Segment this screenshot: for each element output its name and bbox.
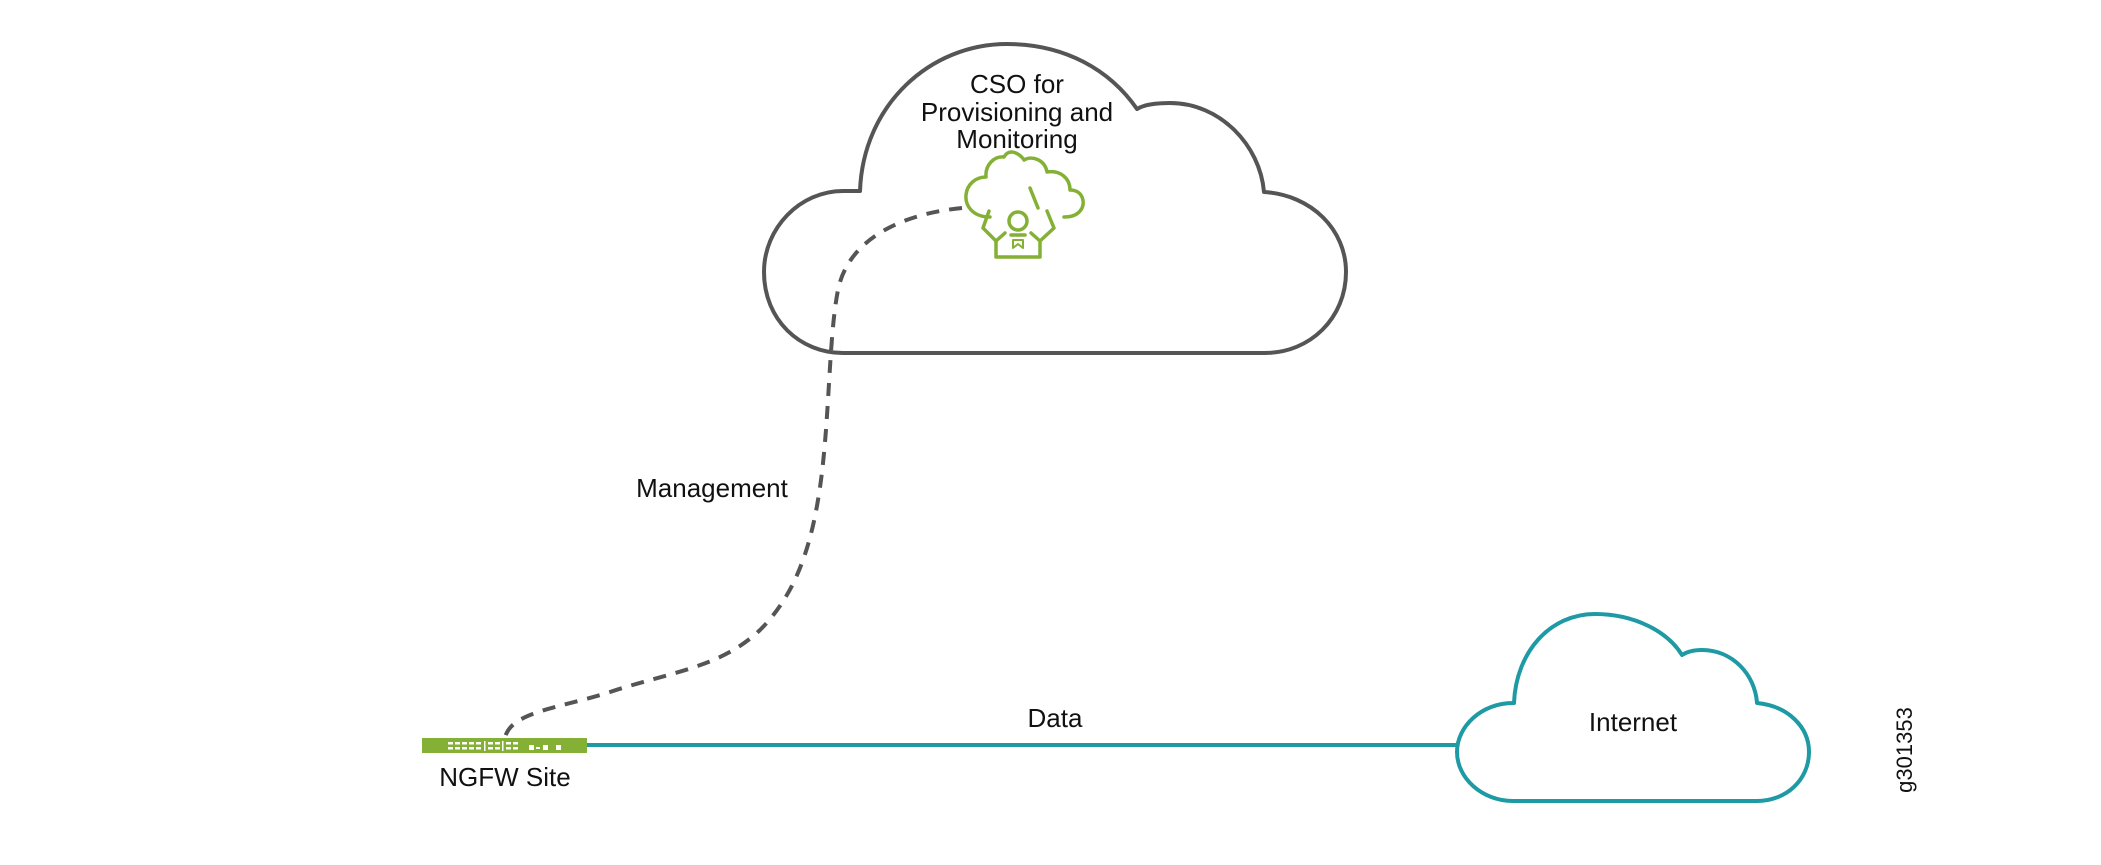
- internet-label: Internet: [1589, 707, 1678, 737]
- management-link: Management: [503, 206, 963, 739]
- icon-baton: [1028, 186, 1040, 210]
- data-link: Data: [587, 703, 1458, 747]
- device-ports: [448, 741, 561, 751]
- figure-id: g301353: [1892, 707, 1917, 793]
- icon-cloud-shape: [964, 150, 1085, 219]
- cso-label-line-2: Provisioning and: [921, 97, 1113, 127]
- cso-label-line-1: CSO for: [970, 69, 1064, 99]
- cso-label-line-3: Monitoring: [956, 124, 1077, 154]
- icon-arms-body: [981, 209, 1056, 259]
- icon-head: [1007, 210, 1029, 232]
- firewall-device-icon: [422, 738, 587, 753]
- internet-cloud-outline: [1455, 612, 1811, 803]
- ngfw-site-label: NGFW Site: [439, 762, 570, 792]
- cloud-orchestrator-icon: [964, 150, 1085, 259]
- icon-bow-tie: [1012, 239, 1024, 249]
- internet-cloud: Internet: [1455, 612, 1811, 803]
- cso-cloud-outline: [762, 42, 1348, 355]
- ngfw-site: NGFW Site: [422, 738, 587, 792]
- cso-cloud: CSO for Provisioning and Monitoring: [762, 42, 1348, 355]
- device-body: [422, 738, 587, 753]
- management-label: Management: [636, 473, 789, 503]
- data-label: Data: [1028, 703, 1083, 733]
